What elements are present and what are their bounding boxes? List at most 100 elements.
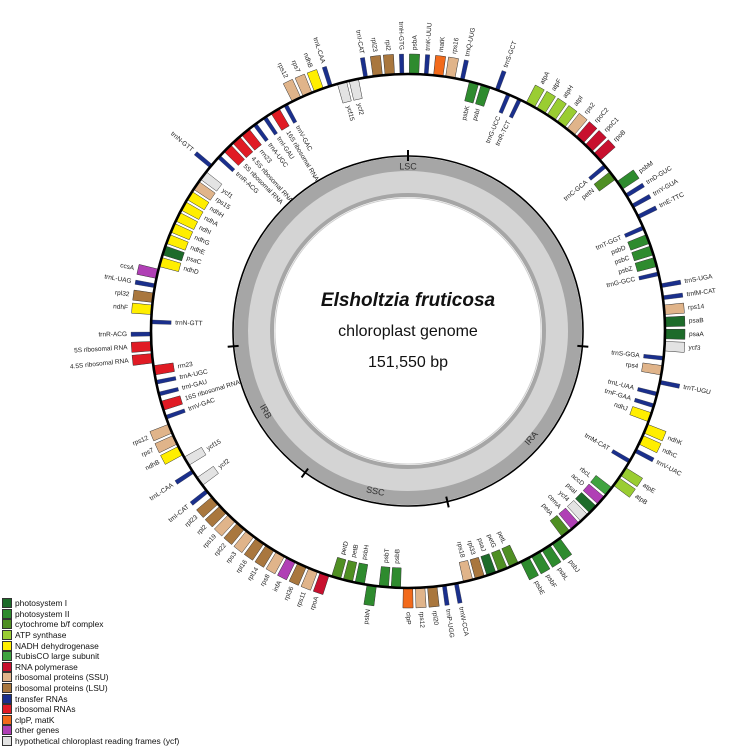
gene-ycf2: ycf2 — [196, 458, 231, 486]
legend-swatch — [2, 725, 12, 736]
gene-label: psbF — [544, 573, 557, 589]
gene-rpl23: rpl23 — [369, 37, 383, 77]
legend-swatch — [2, 598, 12, 609]
legend-label: ribosomal proteins (SSU) — [15, 672, 109, 683]
gene-label: rpoC2 — [593, 106, 610, 124]
legend-label: RNA polymerase — [15, 661, 78, 672]
gene-trng-gcc: trnG-GCC — [606, 271, 660, 289]
gene-block — [363, 584, 377, 607]
region-boundary — [300, 467, 309, 479]
gene-block — [415, 587, 427, 609]
gene-label: atpB — [634, 493, 649, 507]
gene-label: psbT — [383, 548, 391, 563]
legend-item-rubisco-large-subunit: RubisCO large subunit — [2, 651, 202, 662]
gene-label: ndhI — [198, 224, 213, 236]
gene-label: rpoA — [309, 595, 320, 611]
gene-rps14: rps14 — [663, 302, 705, 315]
gene-block — [174, 469, 195, 485]
gene-label: ycf15 — [345, 105, 356, 122]
gene-block — [663, 302, 685, 315]
gene-block — [663, 341, 686, 353]
legend-swatch — [2, 630, 12, 641]
gene-block — [454, 582, 463, 604]
gene-label: ndhF — [113, 303, 128, 311]
gene-trnfm-cat: trnfM-CAT — [662, 288, 716, 300]
gene-block — [424, 54, 430, 75]
gene-block — [458, 560, 474, 583]
gene-psbt: psbT — [378, 548, 391, 588]
gene-label: rpl14 — [247, 566, 261, 582]
gene-label: psaA — [689, 331, 705, 338]
gene-rps4: rps4 — [625, 361, 663, 376]
gene-label: trnK-UUU — [425, 22, 434, 51]
gene-label: atpF — [550, 78, 563, 93]
legend-item-ribosomal-proteins-lsu: ribosomal proteins (LSU) — [2, 683, 202, 694]
legend-swatch — [2, 714, 12, 725]
gene-rpl2: rpl2 — [383, 40, 395, 76]
gene-label: ycf2 — [217, 458, 231, 471]
gene-label: rps18 — [455, 541, 466, 559]
gene-block — [631, 194, 652, 208]
gene-block — [158, 387, 179, 397]
inner-ring — [274, 197, 542, 465]
gene-label: rps16 — [451, 37, 461, 55]
gene-label: trnS-GGA — [611, 349, 641, 359]
gene-label: infA — [272, 579, 284, 593]
gene-label: ycf15 — [205, 438, 222, 452]
gene-label: rpl20 — [431, 610, 439, 625]
gene-label: rpl32 — [115, 289, 131, 298]
gene-label: rpl33 — [466, 540, 477, 556]
legend-swatch — [2, 661, 12, 672]
legend-item-cytochrome-b-f-complex: cytochrome b/f complex — [2, 619, 202, 630]
gc-texture-band — [248, 171, 568, 491]
gene-label: rps12 — [276, 62, 290, 80]
gene-block — [360, 57, 368, 79]
legend-label: cytochrome b/f complex — [15, 619, 104, 630]
gene-label: ndhJ — [613, 401, 629, 412]
gene-label: ndhD — [183, 265, 200, 276]
gene-label: rps11 — [295, 591, 307, 609]
gene-label: trnL-UAG — [104, 273, 132, 285]
gene-block — [498, 93, 511, 114]
legend-label: clpP, matK — [15, 714, 55, 725]
gene-block — [150, 319, 172, 325]
region-label-lsc: LSC — [399, 161, 417, 171]
legend-swatch — [2, 651, 12, 662]
gene-label: rpl22 — [213, 542, 228, 558]
gene-clpp: clpP — [402, 587, 414, 625]
legend-swatch — [2, 693, 12, 704]
gene-block — [662, 292, 684, 300]
gene-trns-uga: trnS-UGA — [660, 273, 714, 288]
gene-label: psaJ — [476, 537, 487, 552]
legend-item-rna-polymerase: RNA polymerase — [2, 661, 202, 673]
gene-block — [383, 54, 395, 76]
gene-label: petL — [496, 530, 508, 545]
region-boundary — [577, 344, 589, 348]
gene-block — [378, 566, 391, 588]
gene-label: psbJ — [567, 559, 581, 574]
gene-block — [659, 380, 681, 389]
legend-item-clpp-matk: clpP, matK — [2, 714, 202, 726]
legend-item-ribosomal-rnas: ribosomal RNAs — [2, 704, 202, 715]
legend-label: other genes — [15, 725, 60, 736]
gene-block — [130, 331, 152, 337]
gene-trns-gga: trnS-GGA — [611, 349, 664, 361]
gene-psab: psaB — [664, 315, 704, 327]
gene-block — [638, 271, 660, 281]
gene-label: ndhE — [189, 245, 206, 257]
gene-block — [634, 448, 655, 463]
gene-label: psbZ — [618, 265, 634, 276]
gene-block — [390, 567, 402, 589]
gene-rpl20: rpl20 — [427, 586, 440, 626]
gene-block — [132, 289, 155, 303]
gene-block — [508, 98, 522, 119]
gene-label: atpI — [573, 94, 585, 107]
gene-block — [370, 55, 383, 77]
legend-swatch — [2, 640, 12, 651]
gene-label: ccsA — [119, 262, 135, 272]
gene-label: rpl16 — [235, 558, 249, 574]
gene-label: trnH-GTG — [397, 21, 405, 50]
region-label-ssc: SSC — [365, 484, 386, 498]
gene-label: trnL-CAA — [311, 37, 326, 65]
